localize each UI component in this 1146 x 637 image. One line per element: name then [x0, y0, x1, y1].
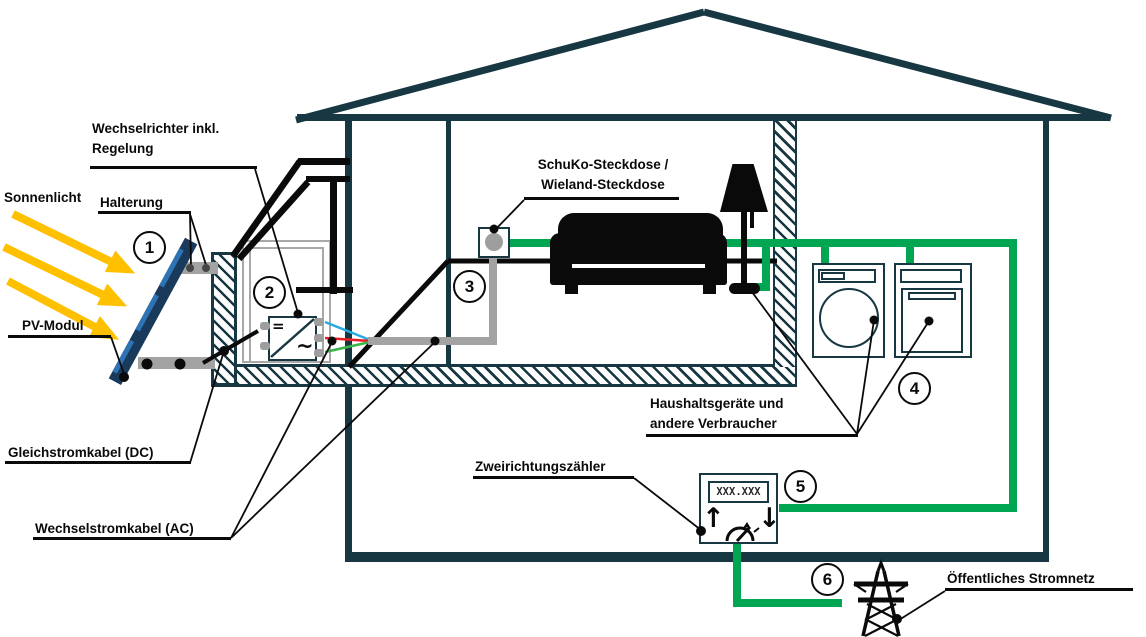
step-badge-3: 3	[453, 270, 486, 303]
meter-display: XXX.XXX	[708, 481, 769, 503]
socket-label-underline	[524, 197, 679, 200]
plug-icon	[485, 233, 503, 251]
gauge-icon	[725, 522, 760, 543]
inverter-label-line1: Wechselrichter inkl.	[92, 121, 220, 136]
meter-label: Zweirichtungszähler	[475, 459, 606, 474]
inverter-dc-port	[260, 322, 270, 330]
floor-slab-top-border	[213, 364, 775, 367]
leader-dots	[119, 224, 934, 624]
step-badge-4: 4	[898, 372, 931, 405]
dc-cable-label: Gleichstromkabel (DC)	[8, 445, 154, 460]
house-right-wall	[1043, 117, 1049, 562]
leader-lines	[110, 168, 946, 621]
interior-wall-hatched	[773, 121, 797, 386]
house-bottom-wall	[345, 552, 1049, 562]
appliances-label: Haushaltsgeräte und andere Verbraucher	[650, 394, 784, 433]
socket-label: SchuKo-Steckdose / Wieland-Steckdose	[522, 155, 684, 194]
inverter-dc-symbol: =	[272, 317, 285, 335]
ac-cable-gray	[368, 250, 497, 345]
dc-cable-label-underline	[5, 461, 191, 464]
socket-label-line2: Wieland-Steckdose	[541, 176, 665, 192]
inverter-label-underline	[90, 166, 257, 169]
dishwasher-icon	[894, 263, 972, 358]
sunlight-label: Sonnenlicht	[4, 190, 82, 205]
door-frame-bar	[306, 176, 350, 182]
roof-outline	[295, 8, 1112, 124]
step-badge-1: 1	[133, 231, 166, 264]
floor-slab-bottom-border	[211, 384, 797, 387]
inverter-ac-port	[314, 318, 324, 326]
inverter-ac-port	[314, 334, 324, 342]
washing-machine-icon	[812, 263, 885, 358]
inverter-ac-port	[314, 349, 324, 357]
meter-label-underline	[473, 476, 634, 479]
pv-module-label: PV-Modul	[22, 318, 84, 333]
inverter-divider	[270, 318, 315, 358]
ac-cable-label-underline	[33, 537, 231, 540]
appliances-label-underline	[646, 434, 858, 437]
inverter-dc-port	[260, 342, 270, 350]
mount-label: Halterung	[100, 195, 164, 210]
mount-label-underline	[98, 211, 191, 214]
balcony-door-glass-frame	[242, 240, 331, 363]
feed-in-arrow-icon: ↑	[702, 503, 725, 534]
grid-label-underline	[945, 588, 1133, 591]
door-frame-bar	[298, 158, 350, 165]
floor-slab-hatched	[213, 367, 795, 385]
inverter-label: Wechselrichter inkl. Regelung	[92, 119, 219, 158]
roof-eave-line	[297, 114, 1110, 121]
appliances-label-line1: Haushaltsgeräte und	[650, 396, 784, 411]
door-frame-bar	[296, 287, 353, 293]
pylon-icon	[853, 558, 909, 637]
balcony-door-diagonals	[230, 159, 311, 262]
door-frame-bar	[330, 181, 337, 294]
ac-cable-label: Wechselstromkabel (AC)	[35, 521, 194, 536]
step-badge-6: 6	[811, 563, 844, 596]
step-badge-5: 5	[784, 470, 817, 503]
room-corner-diagonal	[347, 259, 450, 369]
balcony-post-hatched	[211, 252, 237, 386]
room-corner-line	[446, 119, 451, 367]
house-left-wall	[345, 117, 352, 557]
grid-label: Öffentliches Stromnetz	[947, 571, 1095, 586]
green-power-cables	[506, 239, 1017, 607]
appliances-label-line2: andere Verbraucher	[650, 415, 777, 431]
consumption-arrow-icon: ↓	[758, 503, 781, 534]
dc-cable-line	[201, 329, 260, 365]
pv-module-label-underline	[8, 335, 111, 338]
meter-icon: XXX.XXX ↑ ↓	[699, 473, 781, 544]
socket-label-line1: SchuKo-Steckdose /	[537, 157, 669, 172]
sun-rays-icon	[2, 210, 136, 340]
inverter-label-line2: Regelung	[92, 140, 154, 156]
inverter-ac-symbol: ~	[296, 334, 314, 358]
step-badge-2: 2	[253, 276, 286, 309]
